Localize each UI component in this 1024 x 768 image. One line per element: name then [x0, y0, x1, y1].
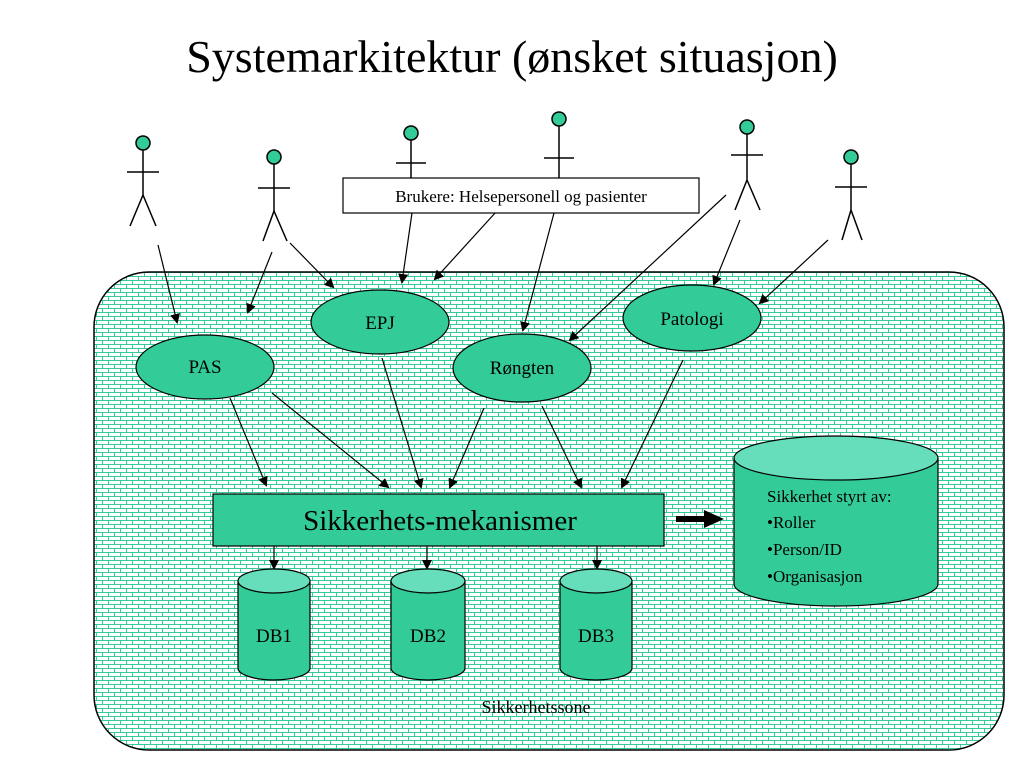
policy-heading: Sikkerhet styrt av: [767, 487, 892, 506]
system-pas: PAS [135, 334, 275, 400]
user-figure-5 [731, 119, 763, 211]
user-figure-3 [396, 125, 426, 180]
db1-label: DB1 [256, 626, 292, 647]
system-epj: EPJ [310, 289, 450, 355]
security-mechanism-label: Sikkerhets-mekanismer [303, 505, 577, 537]
db2-label: DB2 [410, 626, 446, 647]
system-epj-label: EPJ [365, 313, 395, 334]
slide-title: Systemarkitektur (ønsket situasjon) [186, 31, 838, 82]
system-arrows [229, 357, 684, 489]
policy-item: •Organisasjon [767, 567, 863, 586]
system-pas-label: PAS [188, 357, 221, 378]
database-db1: DB1 [237, 568, 311, 681]
database-db3: DB3 [559, 568, 633, 681]
user-figure-4 [544, 111, 574, 178]
policy-arrow [676, 510, 724, 528]
policy-store: Sikkerhet styrt av: •Roller •Person/ID •… [733, 435, 939, 607]
users-label-box [342, 177, 700, 214]
user-figure-6 [835, 149, 867, 241]
system-rontgen-label: Røngten [490, 358, 555, 379]
user-figure-1 [127, 135, 159, 227]
users-label: Brukere: Helsepersonell og pasienter [395, 187, 647, 206]
db3-label: DB3 [578, 626, 614, 647]
zone-label: Sikkerhetssone [482, 697, 591, 717]
system-patologi-label: Patologi [660, 309, 723, 330]
user-arrows [157, 194, 829, 342]
system-patologi: Patologi [622, 284, 762, 352]
database-db2: DB2 [390, 568, 466, 681]
policy-item: •Roller [767, 513, 816, 532]
security-mechanism-box [212, 493, 665, 547]
user-figure-2 [258, 149, 290, 242]
system-rontgen: Røngten [452, 333, 592, 403]
policy-item: •Person/ID [767, 540, 842, 559]
db-arrows [269, 546, 602, 570]
